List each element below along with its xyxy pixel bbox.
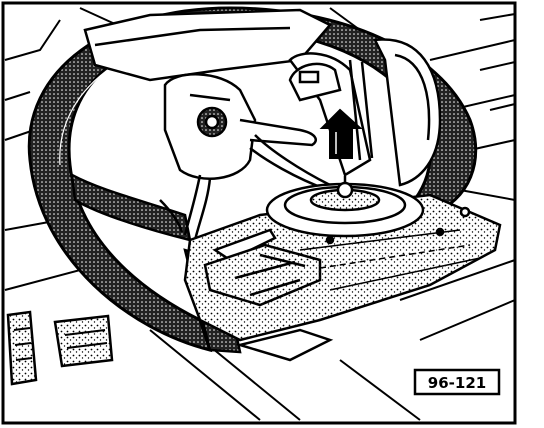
airbag-module-icon <box>183 176 502 342</box>
pedal-left <box>6 310 38 386</box>
steering-column <box>83 8 442 187</box>
wire-harness <box>159 134 331 241</box>
figure-label-box: 96-121 <box>413 368 501 396</box>
pedal-right <box>53 314 114 368</box>
figure-label: 96-121 <box>428 374 486 392</box>
up-arrow-icon <box>319 108 363 159</box>
column-shroud <box>235 328 334 362</box>
